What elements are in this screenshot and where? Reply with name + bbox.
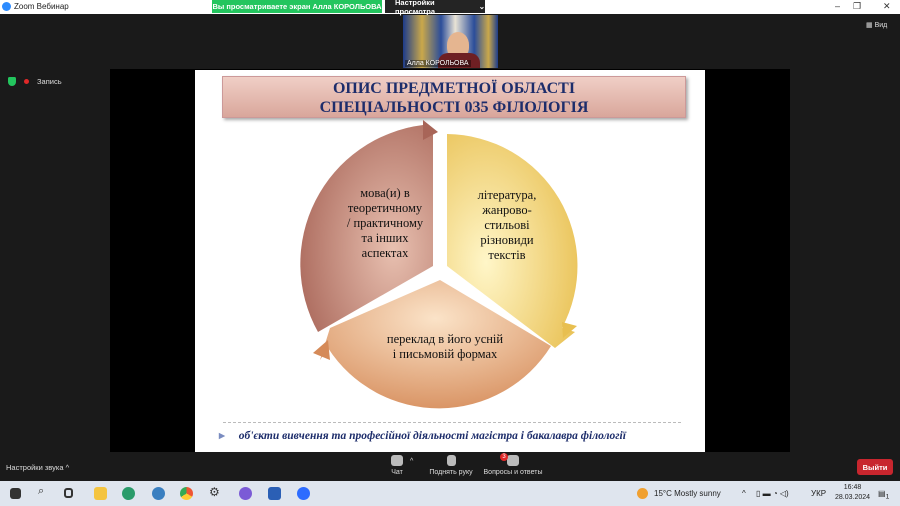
text-line: аспектах (361, 246, 409, 260)
exit-button[interactable]: Выйти (857, 459, 893, 475)
chat-button[interactable]: Чат (385, 455, 409, 476)
telegram-icon[interactable] (152, 487, 165, 500)
qa-badge: 3 (500, 453, 508, 461)
windows-start-icon[interactable] (10, 488, 21, 499)
shield-icon (8, 77, 16, 86)
text-line: стильові (484, 218, 530, 232)
qa-icon (507, 455, 519, 466)
arrow-head-icon (423, 120, 438, 140)
title-bar: Zoom Вебинар Вы просматриваете экран Алл… (0, 0, 900, 16)
slide-footer: ▸ об'єкти вивчення та професійної діяльно… (219, 428, 626, 442)
speaker-name: Алла КОРОЛЬОВА (405, 60, 471, 67)
clock-time: 16:48 (843, 484, 862, 491)
clock-date: 28.03.2024 (835, 494, 871, 501)
weather-text[interactable]: 15°C Mostly sunny (654, 489, 721, 498)
view-button[interactable]: ▦ Вид (866, 22, 888, 29)
viber-icon[interactable] (239, 487, 252, 500)
view-label: Вид (874, 22, 888, 29)
share-banner: Вы просматриваете экран Алла КОРОЛЬОВА (212, 0, 382, 13)
zoom-taskbar-icon[interactable] (297, 487, 310, 500)
view-settings-label: Настройки просмотра (395, 0, 436, 16)
text-line: / практичному (346, 216, 424, 230)
slide-title: ОПИС ПРЕДМЕТНОЇ ОБЛАСТІ СПЕЦІАЛЬНОСТІ 03… (222, 76, 686, 118)
speaker-video[interactable]: Алла КОРОЛЬОВА (403, 15, 498, 68)
task-view-icon[interactable] (64, 488, 73, 498)
arrow-head-icon (313, 340, 330, 360)
recording-label: Запись (37, 77, 62, 86)
text-line: теоретичному (347, 201, 423, 215)
clock[interactable]: 16:48 28.03.2024 (835, 483, 870, 503)
view-settings-button[interactable]: Настройки просмотра ⌄ (385, 0, 485, 16)
slide: ОПИС ПРЕДМЕТНОЇ ОБЛАСТІ СПЕЦІАЛЬНОСТІ 03… (195, 70, 705, 452)
chat-icon (391, 455, 403, 466)
record-dot-icon (24, 79, 29, 84)
taskbar: ⌕ ⚙ 15°C Mostly sunny ^ ▯ ▬ ◔ ◁) УКР 16:… (0, 481, 900, 506)
speaker-body (438, 53, 480, 68)
text-line: література, (477, 188, 537, 202)
sound-settings-button[interactable]: Настройки звука ^ (6, 463, 70, 472)
text-line: переклад в його усній (386, 332, 504, 346)
restore-button[interactable]: ❐ (853, 1, 862, 11)
text-line: текстів (488, 248, 526, 262)
slide-title-line2: СПЕЦІАЛЬНОСТІ 035 ФІЛОЛОГІЯ (319, 99, 589, 116)
arrow-head-icon (562, 322, 577, 338)
slide-footer-text: об'єкти вивчення та професійної діяльнос… (238, 430, 626, 442)
recording-indicator: Запись (8, 77, 62, 86)
text-line: жанрово- (482, 203, 532, 217)
file-explorer-icon[interactable] (94, 487, 107, 500)
word-icon[interactable] (268, 487, 281, 500)
segment-language (300, 125, 433, 332)
language-indicator[interactable]: УКР (811, 489, 827, 498)
hand-icon (446, 455, 456, 466)
zoom-logo-icon (2, 2, 11, 11)
close-button[interactable]: ✕ (883, 1, 891, 11)
bullet-triangle-icon: ▸ (219, 430, 225, 442)
segment-translation (320, 280, 551, 409)
divider (223, 422, 681, 423)
text-line: та інших (361, 231, 409, 245)
sound-settings-label: Настройки звука (6, 463, 64, 472)
chat-label: Чат (391, 469, 403, 476)
tray-chevron-icon[interactable]: ^ (742, 489, 746, 498)
window-title: Zoom Вебинар (14, 2, 69, 11)
raise-hand-button[interactable]: Поднять руку (425, 455, 477, 476)
text-line: різновиди (480, 233, 534, 247)
search-icon[interactable]: ⌕ (38, 485, 45, 497)
qa-label: Вопросы и ответы (483, 469, 543, 476)
notifications-icon[interactable]: ▤1 (878, 489, 890, 501)
cycle-diagram (300, 120, 578, 409)
speaker-face (447, 32, 469, 58)
chat-options-chevron[interactable]: ^ (410, 458, 414, 465)
text-line: мова(и) в (360, 186, 410, 200)
network-volume-icons[interactable]: ▯ ▬ ◔ ◁) (756, 489, 789, 498)
segment-literature (447, 134, 578, 348)
settings-gear-icon[interactable]: ⚙ (209, 485, 220, 499)
chevron-down-icon: ⌄ (478, 2, 485, 11)
chrome-icon[interactable] (180, 487, 193, 500)
minimize-button[interactable]: – (835, 1, 841, 11)
raise-hand-label: Поднять руку (429, 469, 473, 476)
slide-title-line1: ОПИС ПРЕДМЕТНОЇ ОБЛАСТІ (332, 80, 576, 97)
edge-icon[interactable] (122, 487, 135, 500)
weather-icon (637, 488, 648, 499)
text-line: і письмовій формах (392, 347, 498, 361)
notification-count: 1 (885, 493, 890, 501)
